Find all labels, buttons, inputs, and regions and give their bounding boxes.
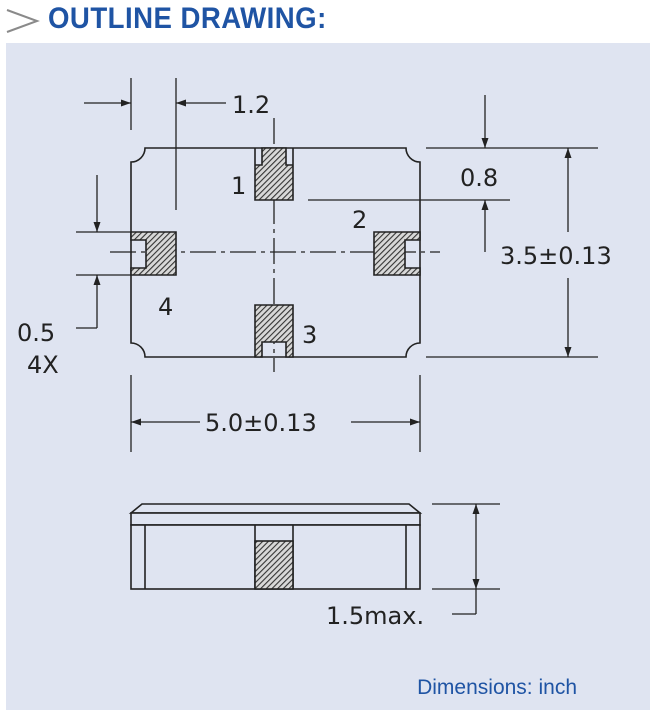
units-note: Dimensions: inch [417,676,577,699]
dim-pad-length-label: 0.8 [460,164,498,192]
dim-height [426,148,598,358]
dim-pad-gap [76,175,131,329]
pad-2-label: 2 [352,206,367,234]
triangle-right-outline-icon [6,9,40,33]
pad-3 [254,304,294,358]
side-body [130,512,421,526]
pad-4 [130,231,177,276]
pad-3-label: 3 [302,321,317,349]
pad-1-label: 1 [231,172,246,200]
side-view [128,503,423,590]
dim-pad-width [84,78,226,210]
dim-width-label: 5.0±0.13 [205,409,317,437]
dim-pad-width-label: 1.2 [232,91,270,119]
dim-pad-gap-label: 0.5 [17,319,55,347]
pads [130,147,421,358]
side-pad [254,540,294,590]
dim-pad-gap-count: 4X [27,351,59,379]
dim-height-label: 3.5±0.13 [500,242,612,270]
dim-width [130,375,421,452]
side-lid [128,503,423,514]
dim-max-height [432,503,500,615]
header: OUTLINE DRAWING: [0,0,655,40]
dim-max-height-label: 1.5max. [326,602,424,630]
pad-2 [373,231,421,276]
pad-4-label: 4 [158,293,173,321]
page-title: OUTLINE DRAWING: [48,2,327,35]
pad-1 [254,147,294,201]
